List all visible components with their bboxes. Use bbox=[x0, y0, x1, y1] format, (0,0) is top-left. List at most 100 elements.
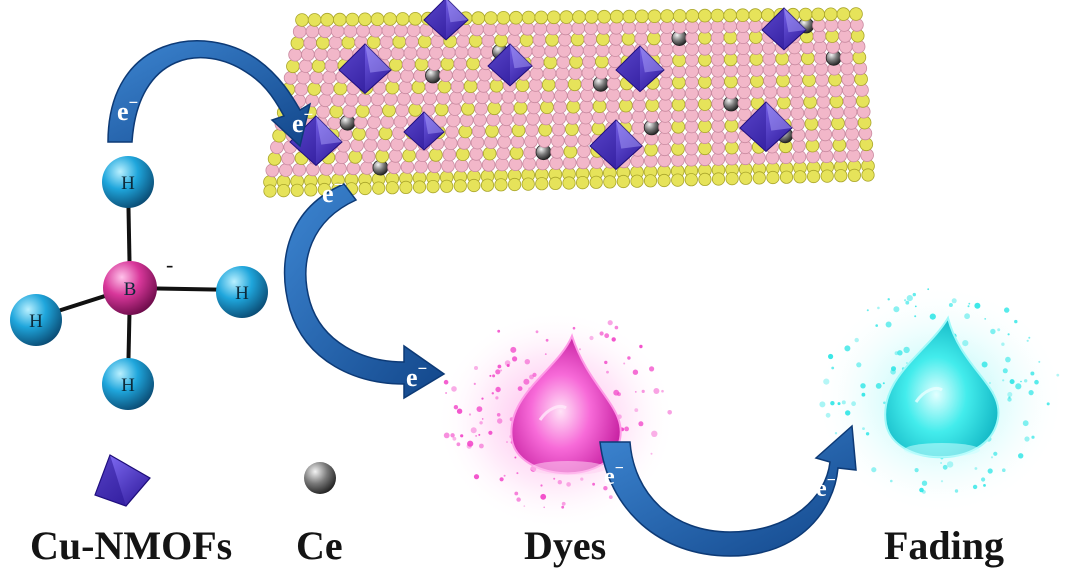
spray-particle bbox=[903, 346, 910, 354]
lattice-atom bbox=[482, 22, 497, 37]
spray-particle bbox=[891, 366, 896, 372]
spray-particle bbox=[942, 464, 948, 470]
lattice-atom bbox=[343, 24, 358, 38]
lattice-atom bbox=[426, 180, 440, 194]
spray-particle bbox=[1022, 420, 1029, 427]
lattice-atom bbox=[440, 57, 455, 71]
lattice-atom bbox=[453, 179, 467, 193]
lattice-atom bbox=[462, 90, 477, 105]
lattice-atom bbox=[345, 12, 360, 27]
lattice-atom bbox=[609, 9, 624, 24]
spray-particle bbox=[561, 501, 566, 506]
spray-particle bbox=[604, 360, 608, 365]
lattice-atom bbox=[487, 101, 502, 116]
spray-particle bbox=[653, 388, 660, 394]
lattice-atom bbox=[470, 135, 485, 150]
spray-particle bbox=[906, 362, 908, 364]
lattice-atom bbox=[476, 79, 491, 93]
lattice-atom bbox=[543, 55, 558, 70]
lattice-atom bbox=[559, 10, 574, 24]
electron-label-5: e− bbox=[604, 460, 624, 490]
lattice-atom bbox=[535, 177, 549, 191]
spray-particle bbox=[456, 442, 461, 447]
spray-particle bbox=[495, 396, 499, 400]
spray-particle bbox=[1028, 336, 1031, 339]
lattice-atom bbox=[445, 125, 459, 139]
spray-particle bbox=[1014, 319, 1018, 324]
lattice-atom bbox=[439, 68, 453, 82]
spray-particle bbox=[557, 480, 562, 485]
spray-particle bbox=[566, 482, 571, 487]
spray-particle bbox=[914, 315, 917, 318]
spray-particle bbox=[897, 350, 903, 356]
lattice-atom bbox=[725, 172, 739, 186]
spray-particle bbox=[650, 452, 653, 455]
lattice-atom bbox=[320, 81, 335, 96]
spray-particle bbox=[921, 480, 928, 486]
spray-particle bbox=[962, 340, 969, 347]
lattice-atom bbox=[408, 11, 423, 26]
lattice-atom bbox=[847, 168, 862, 182]
lattice-atom bbox=[530, 55, 545, 70]
lattice-atom bbox=[390, 46, 405, 60]
spray-particle bbox=[871, 467, 877, 473]
spray-particle bbox=[912, 292, 916, 297]
spray-particle bbox=[450, 433, 455, 438]
lattice-atom bbox=[383, 12, 397, 26]
lattice-atom bbox=[496, 10, 511, 25]
lattice-atom bbox=[331, 93, 346, 107]
lattice-atom bbox=[370, 92, 385, 107]
spray-particle bbox=[495, 369, 501, 375]
spray-particle bbox=[893, 306, 900, 313]
lattice-atom bbox=[332, 12, 347, 27]
spray-particle bbox=[524, 359, 530, 365]
lattice-atom bbox=[382, 103, 396, 118]
lattice-atom bbox=[361, 149, 376, 164]
lattice-atom bbox=[484, 11, 498, 25]
spray-particle bbox=[624, 426, 629, 432]
spray-particle bbox=[981, 477, 986, 482]
lattice-atom bbox=[489, 78, 504, 93]
lattice-atom bbox=[360, 161, 374, 175]
lattice-atom bbox=[455, 147, 470, 162]
lattice-atom bbox=[685, 8, 700, 23]
spray-particle bbox=[906, 295, 913, 302]
spray-particle bbox=[865, 432, 870, 436]
spray-particle bbox=[984, 318, 987, 320]
spray-particle bbox=[460, 434, 464, 438]
fading-label: Fading bbox=[884, 523, 1005, 568]
spray-particle bbox=[553, 477, 556, 480]
lattice-atom bbox=[296, 70, 311, 85]
spray-particle bbox=[990, 328, 996, 335]
lattice-atom bbox=[467, 178, 481, 193]
lattice-atom bbox=[292, 162, 307, 177]
lattice-atom bbox=[366, 35, 381, 49]
lattice-atom bbox=[453, 56, 468, 71]
lattice-atom bbox=[328, 35, 343, 50]
spray-particle bbox=[592, 482, 595, 486]
electron-label-4: e− bbox=[406, 359, 427, 392]
spray-particle bbox=[927, 288, 930, 291]
lattice-atom bbox=[292, 24, 307, 39]
spray-particle bbox=[914, 468, 919, 473]
spray-particle bbox=[856, 362, 862, 368]
spray-particle bbox=[1046, 402, 1050, 406]
lattice-atom bbox=[471, 11, 486, 25]
lattice-atom bbox=[320, 12, 335, 27]
lattice-atom bbox=[823, 7, 838, 22]
lattice-atom bbox=[684, 173, 698, 187]
lattice-atom bbox=[512, 112, 527, 126]
lattice-atom bbox=[473, 113, 487, 127]
lattice-atom bbox=[342, 104, 357, 118]
lattice-atom bbox=[416, 46, 431, 60]
lattice-atom bbox=[388, 149, 403, 163]
lattice-atom bbox=[436, 91, 450, 105]
spray-particle bbox=[844, 345, 851, 352]
lattice-atom bbox=[278, 163, 293, 177]
lattice-atom bbox=[358, 181, 372, 196]
spray-particle bbox=[877, 306, 880, 310]
spray-particle bbox=[661, 389, 664, 393]
spray-particle bbox=[623, 362, 626, 365]
lattice-atom bbox=[417, 34, 432, 49]
